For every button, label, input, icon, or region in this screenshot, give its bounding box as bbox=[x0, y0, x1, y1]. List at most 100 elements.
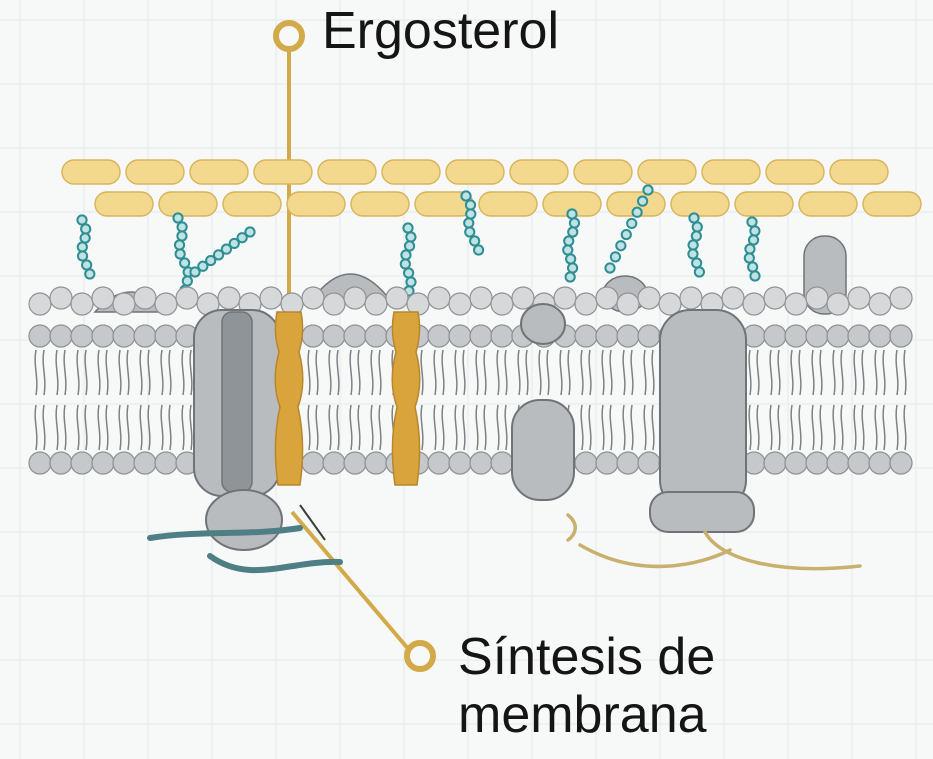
lipid-head bbox=[554, 287, 576, 309]
lipid-head bbox=[155, 293, 177, 315]
lipid-tail bbox=[820, 405, 822, 450]
lipid-tail bbox=[182, 405, 184, 450]
lipid-tail bbox=[43, 405, 45, 450]
lipid-tail bbox=[610, 405, 612, 450]
lipid-head bbox=[344, 452, 366, 474]
glycan-bead bbox=[622, 230, 631, 239]
glycan-bead bbox=[564, 236, 573, 245]
lipid-tail bbox=[833, 405, 835, 450]
lipid-head bbox=[827, 325, 849, 347]
lipid-head bbox=[302, 287, 324, 309]
lipid-tail bbox=[854, 405, 856, 450]
lipid-tail bbox=[350, 405, 352, 450]
glycan-bead bbox=[568, 263, 577, 272]
lipid-tail bbox=[757, 350, 759, 395]
lipid-tail bbox=[85, 405, 87, 450]
lipid-tail bbox=[379, 405, 381, 450]
cell-wall-segment bbox=[735, 192, 793, 216]
lipid-tail bbox=[337, 350, 339, 395]
lipid-tail bbox=[379, 350, 381, 395]
lipid-tail bbox=[560, 350, 562, 395]
lipid-head bbox=[785, 452, 807, 474]
glycan-bead bbox=[177, 222, 186, 231]
glycan-bead bbox=[688, 249, 697, 258]
lipid-tail bbox=[476, 350, 478, 395]
lipid-tail bbox=[308, 350, 310, 395]
lipid-tail bbox=[182, 350, 184, 395]
lipid-tail bbox=[610, 350, 612, 395]
lipid-head bbox=[449, 325, 471, 347]
lipid-head bbox=[449, 293, 471, 315]
lipid-head bbox=[113, 325, 135, 347]
lipid-tail bbox=[589, 405, 591, 450]
lipid-tail bbox=[581, 405, 583, 450]
split-protein-bottom bbox=[512, 400, 574, 500]
glycan-bead bbox=[464, 218, 473, 227]
lipid-head bbox=[806, 325, 828, 347]
lipid-tail bbox=[589, 350, 591, 395]
lipid-tail bbox=[497, 350, 499, 395]
lipid-tail bbox=[749, 405, 751, 450]
lipid-tail bbox=[358, 405, 360, 450]
lipid-head bbox=[134, 452, 156, 474]
lipid-head bbox=[764, 287, 786, 309]
glycan-bead bbox=[747, 217, 756, 226]
lipid-tail bbox=[539, 350, 541, 395]
cell-wall-segment bbox=[446, 160, 504, 184]
lipid-head bbox=[827, 452, 849, 474]
cell-wall-segment bbox=[830, 160, 888, 184]
lipid-tail bbox=[904, 350, 906, 395]
lipid-tail bbox=[652, 405, 654, 450]
lipid-tail bbox=[644, 350, 646, 395]
glycan-bead bbox=[616, 241, 625, 250]
lipid-head bbox=[134, 287, 156, 309]
glycan-bead bbox=[692, 231, 701, 240]
lipid-head bbox=[869, 452, 891, 474]
cell-wall-segment bbox=[254, 160, 312, 184]
lipid-tail bbox=[190, 405, 192, 450]
lipid-tail bbox=[127, 350, 129, 395]
lipid-tail bbox=[316, 405, 318, 450]
glycan-bead bbox=[638, 197, 647, 206]
large-protein bbox=[660, 310, 746, 510]
glycan-bead bbox=[748, 262, 757, 271]
lipid-head bbox=[470, 325, 492, 347]
lipid-head bbox=[428, 287, 450, 309]
glycan-bead bbox=[401, 259, 410, 268]
cell-wall-segment bbox=[126, 160, 184, 184]
lipid-tail bbox=[778, 405, 780, 450]
lipid-head bbox=[176, 287, 198, 309]
cell-wall-segment bbox=[766, 160, 824, 184]
glycan-bead bbox=[570, 218, 579, 227]
lipid-tail bbox=[581, 350, 583, 395]
lipid-head bbox=[722, 287, 744, 309]
lipid-tail bbox=[169, 350, 171, 395]
lipid-tail bbox=[791, 350, 793, 395]
glycan-bead bbox=[180, 258, 189, 267]
glycan-bead bbox=[745, 244, 754, 253]
lipid-bilayer-icon bbox=[29, 287, 912, 474]
lipid-tail bbox=[161, 350, 163, 395]
cell-wall-segment bbox=[702, 160, 760, 184]
glycan-bead bbox=[693, 222, 702, 231]
lipid-tail bbox=[518, 350, 520, 395]
lipid-tail bbox=[106, 350, 108, 395]
glycan-bead bbox=[695, 267, 704, 276]
large-protein-base bbox=[650, 492, 754, 532]
lipid-head bbox=[134, 325, 156, 347]
lipid-head bbox=[596, 452, 618, 474]
membrane-synthesis-label-line2: membrana bbox=[458, 686, 715, 744]
lipid-tail bbox=[854, 350, 856, 395]
lipid-tail bbox=[434, 350, 436, 395]
cell-wall-segment bbox=[287, 192, 345, 216]
lipid-head bbox=[155, 325, 177, 347]
lipid-tail bbox=[505, 405, 507, 450]
lipid-tail bbox=[64, 350, 66, 395]
lipid-head bbox=[848, 452, 870, 474]
lipid-tail bbox=[35, 350, 37, 395]
glycan-bead bbox=[566, 254, 575, 263]
lipid-head bbox=[596, 287, 618, 309]
lipid-tail bbox=[127, 405, 129, 450]
lipid-tail bbox=[358, 350, 360, 395]
lipid-head bbox=[575, 293, 597, 315]
